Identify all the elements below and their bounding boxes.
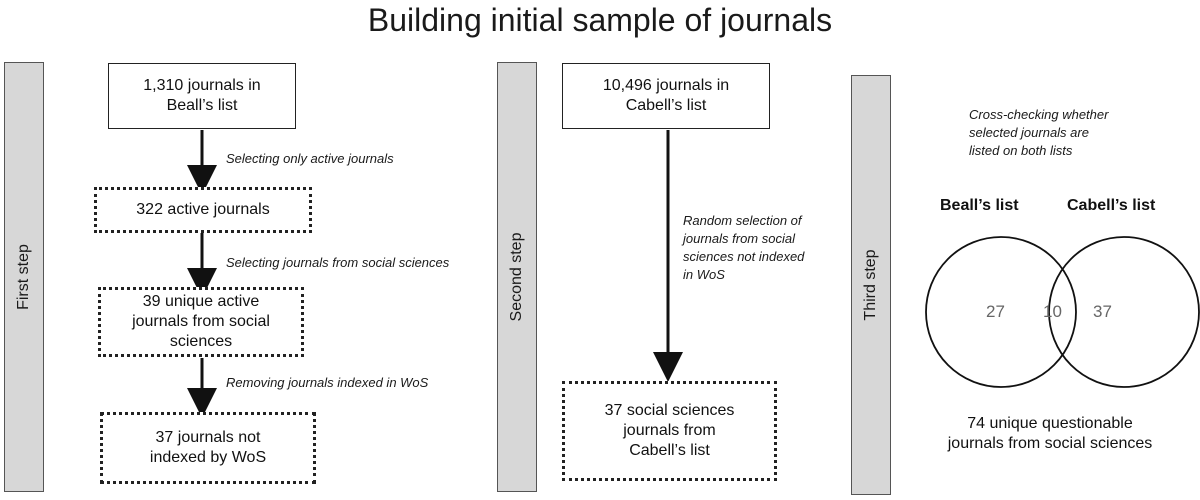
cabell-circle [1048, 236, 1200, 388]
cabell-social-sciences-box: 37 social sciences journals from Cabell’… [562, 381, 777, 481]
note-removing-wos: Removing journals indexed in WoS [226, 375, 429, 390]
beall-circle [925, 236, 1077, 388]
venn-left-count: 27 [986, 302, 1005, 321]
active-journals-box: 322 active journals [94, 187, 312, 233]
cabell-venn-label: Cabell’s list [1067, 197, 1156, 214]
note-social-sciences: Selecting journals from social sciences [226, 255, 450, 270]
note-cross-checking: Cross-checking whether selected journals… [969, 107, 1109, 158]
cabell-list-box: 10,496 journals in Cabell’s list [562, 63, 770, 129]
first-step-bar: First step [4, 62, 44, 492]
social-sciences-box: 39 unique active journals from social sc… [98, 287, 304, 357]
note-random-selection: Random selection of journals from social… [683, 213, 805, 282]
note-active-journals: Selecting only active journals [226, 151, 394, 166]
not-indexed-box: 37 journals not indexed by WoS [100, 412, 316, 484]
beall-list-box: 1,310 journals in Beall’s list [108, 63, 296, 129]
venn-right-count: 37 [1093, 302, 1112, 321]
second-step-bar: Second step [497, 62, 537, 492]
diagram-title: Building initial sample of journals [367, 2, 833, 38]
result-caption: 74 unique questionable journals from soc… [947, 415, 1153, 452]
venn-overlap-count: 10 [1043, 302, 1062, 321]
third-step-bar: Third step [851, 75, 891, 495]
beall-venn-label: Beall’s list [940, 197, 1019, 214]
